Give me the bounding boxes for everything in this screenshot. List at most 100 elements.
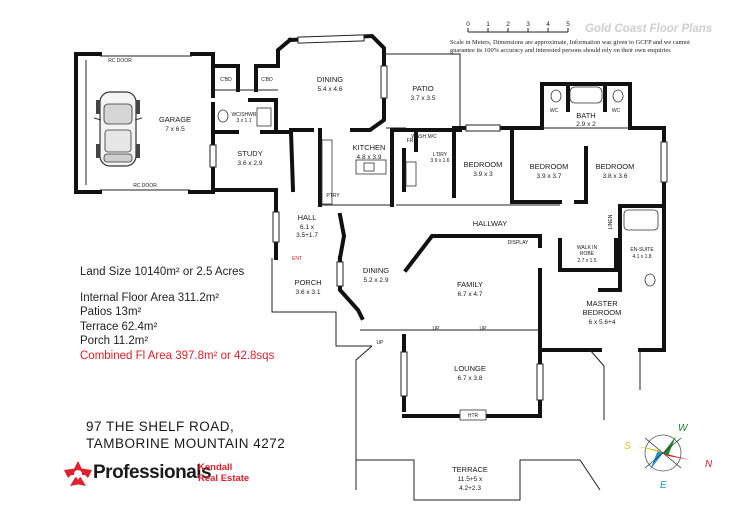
- area-stats: Land Size 10140m² or 2.5 Acres Internal …: [80, 265, 274, 363]
- porch-outline: [271, 258, 372, 347]
- disclaimer: Scale in Meters, Dimensions are approxim…: [450, 39, 750, 55]
- pantry-label: PTRY: [326, 193, 340, 199]
- shower-fixture: [256, 107, 272, 127]
- family-walls: [360, 234, 542, 352]
- study-label: STUDY: [237, 149, 262, 158]
- hall-dims-1: 6.1 x: [300, 224, 315, 231]
- walk-in-robe-label-2: ROBE: [580, 251, 595, 257]
- patio-dims: 3.7 x 3.5: [411, 95, 436, 102]
- garage-walls: [74, 52, 215, 194]
- ensuite-dims: 4.1 x 1.8: [632, 254, 651, 260]
- master-bedroom-dims: 6 x 5.6+4: [589, 319, 616, 326]
- dining-lower-label: DINING: [363, 266, 389, 275]
- bedroom-1-dims: 3.9 x 3: [473, 171, 493, 178]
- lounge-dims: 6.7 x 3.8: [458, 375, 483, 382]
- bedroom-3-walls: [586, 126, 668, 208]
- address-line-1: 97 THE SHELF ROAD,: [86, 419, 235, 434]
- master-bedroom-label-2: BEDROOM: [583, 308, 622, 317]
- wc-shwr-dims: 3 x 1.1: [236, 118, 251, 124]
- garage-rc-door-top: RC DOOR: [108, 58, 132, 64]
- hall-label: HALL: [298, 213, 317, 222]
- bedroom-3-label: BEDROOM: [596, 162, 635, 171]
- bedroom-2-walls: [510, 127, 588, 204]
- family-dims: 6.7 x 4.7: [458, 291, 483, 298]
- scale-tick-4: 4: [546, 21, 550, 28]
- bedroom-2-dims: 3.9 x 3.7: [537, 173, 562, 180]
- fridge-label: FR: [407, 138, 414, 144]
- kitchen-label: KITCHEN: [353, 143, 386, 152]
- linen-label: LINEN: [608, 214, 614, 229]
- bath-walls: [510, 82, 632, 130]
- stairs-up-label-3: UP: [377, 340, 385, 346]
- car-icon: [93, 91, 143, 167]
- terrace-area-text: Terrace 62.4m²: [80, 320, 158, 333]
- disclaimer-line-1: Scale in Meters, Dimensions are approxim…: [450, 39, 690, 46]
- patio-label: PATIO: [412, 84, 434, 93]
- agency-name: Professionals: [93, 462, 212, 483]
- scale-tick-5: 5: [566, 21, 570, 28]
- compass-south-label: S: [624, 441, 631, 452]
- porch-dims: 3.6 x 3.1: [296, 289, 321, 296]
- terrace-dims-2: 4.2+2.3: [459, 485, 481, 492]
- scale-tick-0: 0: [466, 21, 470, 28]
- garage-dims: 7 x 6.5: [165, 126, 185, 133]
- laundry-walls: [390, 128, 462, 192]
- terrace-label: TERRACE: [452, 465, 488, 474]
- agency-office-line-2: Real Estate: [198, 473, 250, 484]
- bedroom-1-label: BEDROOM: [464, 160, 503, 169]
- toilet-icon: [217, 109, 229, 123]
- professionals-logo: [64, 461, 92, 486]
- study-dims: 3.6 x 2.9: [238, 160, 263, 167]
- dining-lower-walls: [336, 256, 365, 321]
- cupboard-label-1: C'BD: [220, 77, 232, 83]
- walk-in-robe-dims: 2.7 x 1.5: [577, 258, 596, 264]
- wash-mc-label: WASH M/C: [411, 134, 437, 140]
- laundry-label: L'DRY: [433, 152, 448, 158]
- laundry-dims: 3.9 x 1.6: [430, 158, 449, 164]
- ensuite-walls: [558, 204, 666, 302]
- property-address: 97 THE SHELF ROAD, TAMBORINE MOUNTAIN 42…: [86, 418, 285, 452]
- entry-label: ENT: [292, 256, 302, 262]
- address-line-2: TAMBORINE MOUNTAIN 4272: [86, 436, 286, 451]
- stairs-up-label-1: UP: [433, 326, 441, 332]
- land-size-text: Land Size 10140m² or 2.5 Acres: [80, 266, 245, 278]
- terrace-dims-1: 11.5+5 x: [458, 476, 483, 483]
- porch-area-text: Porch 11.2m²: [80, 335, 149, 347]
- garage-label: GARAGE: [159, 115, 191, 124]
- internal-area-text: Internal Floor Area 311.2m²: [80, 291, 220, 304]
- agency-office: Kendall Real Estate: [198, 462, 249, 484]
- bath-label: BATH: [576, 111, 595, 120]
- agency-office-line-1: Kendall: [198, 462, 233, 473]
- patios-area-text: Patios 13m²: [80, 306, 142, 318]
- stairs-up-label-2: UP: [480, 326, 488, 332]
- walk-in-robe-label-1: WALK IN: [577, 245, 598, 251]
- wc-label-1: WC: [550, 108, 559, 114]
- compass-west-label: W: [678, 423, 689, 434]
- dining-lower-dims: 5.2 x 2.9: [364, 277, 389, 284]
- hall-dims-2: 3.5+1.7: [296, 232, 318, 239]
- bedroom-3-dims: 3.8 x 3.6: [603, 173, 628, 180]
- scale-tick-1: 1: [486, 21, 490, 28]
- bedroom-1-walls: [452, 124, 514, 204]
- display-label: DISPLAY: [508, 240, 529, 246]
- hall-walls: [272, 188, 392, 261]
- wc-shwr-label: WC/SHWR: [232, 112, 257, 118]
- kitchen-dims: 4.8 x 3.9: [357, 154, 382, 161]
- kitchen-walls: [318, 128, 394, 207]
- compass-icon: [636, 434, 690, 472]
- ensuite-label: EN-SUITE: [630, 247, 654, 253]
- scale-tick-3: 3: [526, 21, 530, 28]
- heater-label: HTR: [468, 413, 479, 419]
- wc-label-2: WC: [612, 108, 621, 114]
- scale-tick-2: 2: [506, 21, 510, 28]
- compass-north-label: N: [705, 459, 713, 470]
- cupboard-label-2: C'BD: [261, 77, 273, 83]
- cupboard-walls: [211, 37, 293, 134]
- master-bedroom-label-1: MASTER: [586, 299, 618, 308]
- bath-dims: 2.9 x 2: [576, 121, 596, 128]
- porch-label: PORCH: [294, 278, 321, 287]
- dining-top-label: DINING: [317, 75, 343, 84]
- garage-rc-door-bottom: RC DOOR: [133, 183, 157, 189]
- compass-east-label: E: [660, 480, 667, 491]
